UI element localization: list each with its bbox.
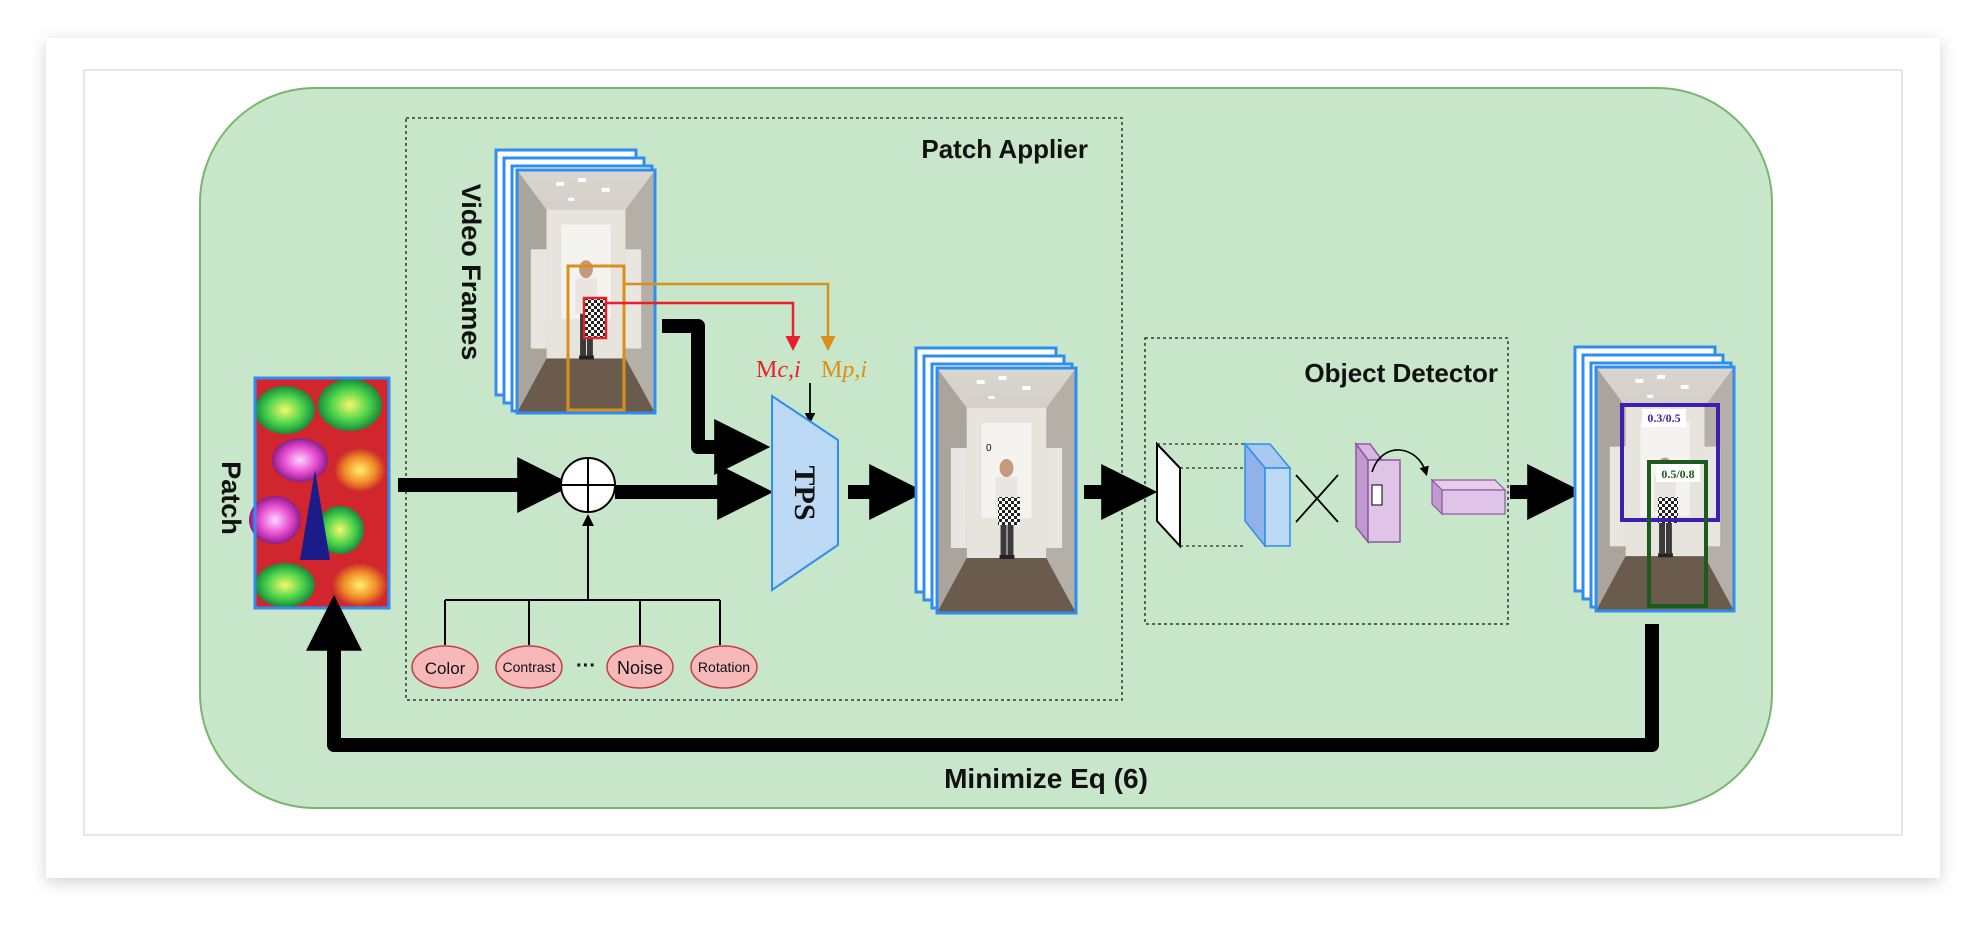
plus-operator-icon [560, 457, 616, 513]
patch-applier-box [405, 117, 1123, 701]
detection-score-1: 0.3/0.5 [1647, 411, 1680, 425]
detection-score-2: 0.5/0.8 [1661, 467, 1694, 481]
video-frame-photo [515, 168, 657, 415]
augmentation-noise: Noise [606, 645, 674, 689]
object-detector-title: Object Detector [1304, 358, 1498, 388]
minimize-label: Minimize Eq (6) [944, 763, 1148, 794]
mask-p-label: Mp,i [821, 357, 867, 383]
frame-overlay-zero: 0 [986, 443, 992, 454]
augmentation-contrast: Contrast [495, 645, 563, 689]
patch-mask-box [582, 296, 608, 340]
patched-frames-stack: 0 [914, 346, 1078, 615]
detection-box-1: 0.3/0.5 [1620, 403, 1720, 522]
video-frames-label: Video Frames [456, 184, 486, 361]
patch-applier-title: Patch Applier [921, 134, 1088, 164]
frames-to-tps-arrow [662, 319, 771, 475]
patch-label: Patch [216, 461, 246, 535]
tps-label: TPS [788, 465, 821, 520]
augmentation-color-label: Color [425, 659, 466, 678]
output-frames-stack [1573, 345, 1736, 613]
person-mask-box [566, 264, 626, 412]
augmentation-ellipsis: ··· [576, 655, 596, 677]
augmentation-noise-label: Noise [617, 658, 663, 678]
augmentation-contrast-label: Contrast [503, 659, 556, 675]
tps-block: TPS [771, 394, 839, 592]
augmentation-tree [444, 514, 721, 645]
patch-image [249, 376, 391, 610]
augmentation-rotation-label: Rotation [698, 659, 750, 675]
augmentation-color: Color [411, 645, 479, 689]
mask-c-label: Mc,i [756, 357, 801, 383]
detection-box-2: 0.5/0.8 [1647, 460, 1708, 608]
augmentation-rotation: Rotation [690, 645, 758, 689]
mask-p-connector [624, 282, 836, 351]
mask-c-connector [606, 301, 801, 351]
applied-patch-on-shirt [998, 497, 1020, 525]
detector-network-icon [1156, 441, 1507, 549]
feedback-loop-arrow [306, 594, 1659, 752]
video-frames-stack [494, 148, 657, 415]
